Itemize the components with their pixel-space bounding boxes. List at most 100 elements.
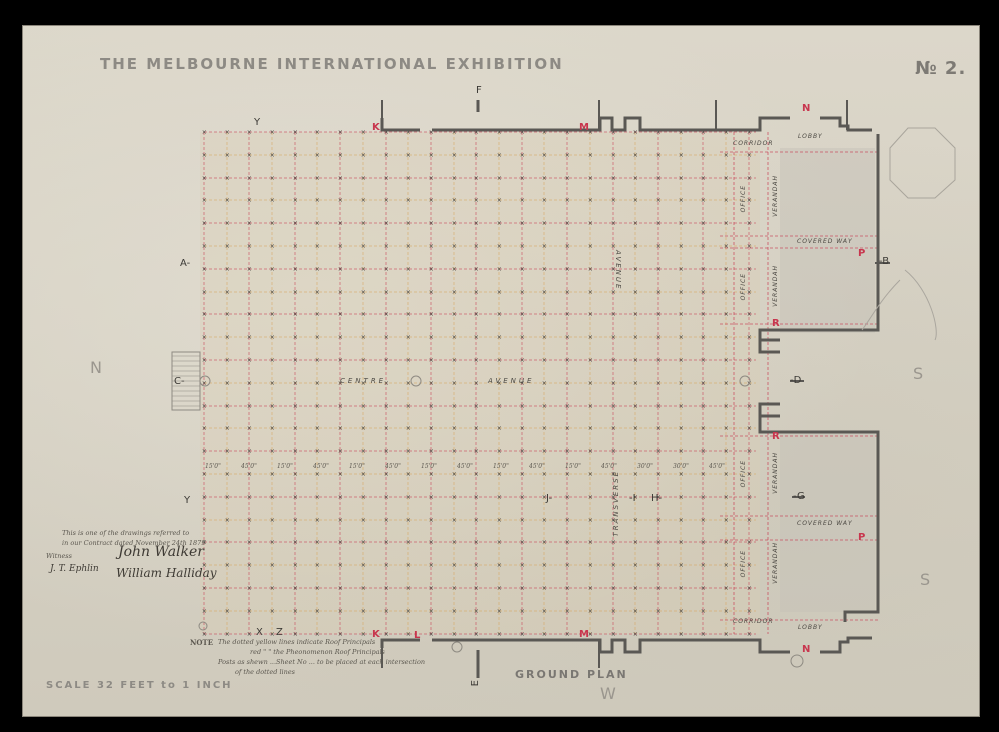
svg-text:×: ×: [406, 380, 411, 387]
svg-text:×: ×: [724, 197, 729, 204]
svg-text:×: ×: [747, 425, 752, 432]
svg-text:×: ×: [225, 357, 230, 364]
svg-text:×: ×: [361, 152, 366, 159]
svg-text:×: ×: [270, 266, 275, 273]
svg-text:×: ×: [452, 266, 457, 273]
svg-text:×: ×: [384, 175, 389, 182]
svg-text:×: ×: [520, 152, 525, 159]
svg-text:×: ×: [315, 608, 320, 615]
svg-text:×: ×: [384, 357, 389, 364]
svg-text:×: ×: [520, 448, 525, 455]
svg-text:×: ×: [497, 517, 502, 524]
svg-text:×: ×: [565, 562, 570, 569]
svg-text:×: ×: [747, 471, 752, 478]
label-verandah-1: VERANDAH: [772, 175, 779, 217]
svg-text:×: ×: [542, 585, 547, 592]
svg-text:×: ×: [497, 562, 502, 569]
svg-text:×: ×: [542, 425, 547, 432]
svg-text:×: ×: [384, 448, 389, 455]
svg-text:×: ×: [202, 585, 207, 592]
svg-text:×: ×: [656, 243, 661, 250]
svg-text:×: ×: [679, 220, 684, 227]
red-marker-l: L: [414, 630, 421, 641]
svg-text:×: ×: [315, 380, 320, 387]
svg-text:×: ×: [406, 197, 411, 204]
red-marker-r-top: R: [772, 318, 780, 329]
svg-text:×: ×: [611, 289, 616, 296]
svg-text:×: ×: [588, 517, 593, 524]
svg-text:×: ×: [452, 403, 457, 410]
svg-text:×: ×: [656, 631, 661, 638]
svg-text:×: ×: [520, 471, 525, 478]
svg-text:×: ×: [656, 175, 661, 182]
svg-text:×: ×: [679, 311, 684, 318]
pencil-mark-s: S: [913, 364, 924, 383]
svg-text:×: ×: [247, 357, 252, 364]
svg-text:×: ×: [633, 585, 638, 592]
svg-text:×: ×: [565, 403, 570, 410]
section-marker-h: H-: [651, 493, 663, 504]
svg-text:×: ×: [542, 539, 547, 546]
svg-text:×: ×: [565, 494, 570, 501]
svg-text:×: ×: [520, 562, 525, 569]
svg-text:×: ×: [225, 631, 230, 638]
svg-text:×: ×: [588, 562, 593, 569]
svg-text:×: ×: [225, 334, 230, 341]
svg-text:×: ×: [225, 403, 230, 410]
label-office-1: OFFICE: [740, 185, 747, 213]
svg-text:×: ×: [542, 631, 547, 638]
svg-text:×: ×: [429, 585, 434, 592]
svg-text:×: ×: [452, 197, 457, 204]
svg-text:×: ×: [474, 425, 479, 432]
svg-text:×: ×: [633, 334, 638, 341]
svg-text:×: ×: [247, 380, 252, 387]
svg-text:×: ×: [293, 380, 298, 387]
dimension-label: 45'0": [601, 463, 617, 470]
svg-text:×: ×: [588, 175, 593, 182]
svg-text:×: ×: [247, 425, 252, 432]
svg-text:×: ×: [588, 494, 593, 501]
svg-text:×: ×: [361, 425, 366, 432]
svg-text:×: ×: [565, 334, 570, 341]
svg-text:×: ×: [361, 494, 366, 501]
svg-text:×: ×: [338, 517, 343, 524]
svg-text:×: ×: [724, 380, 729, 387]
dimension-label: 45'0": [529, 463, 545, 470]
svg-text:×: ×: [656, 357, 661, 364]
pencil-mark-s2: S: [920, 570, 931, 589]
svg-text:×: ×: [633, 197, 638, 204]
svg-text:×: ×: [361, 631, 366, 638]
svg-text:×: ×: [225, 243, 230, 250]
svg-text:×: ×: [474, 380, 479, 387]
svg-text:×: ×: [247, 608, 252, 615]
svg-text:×: ×: [588, 311, 593, 318]
svg-text:×: ×: [633, 357, 638, 364]
svg-text:×: ×: [497, 152, 502, 159]
svg-text:×: ×: [315, 152, 320, 159]
pencil-mark-n: N: [90, 358, 102, 377]
svg-text:×: ×: [474, 539, 479, 546]
svg-text:×: ×: [701, 539, 706, 546]
svg-text:×: ×: [270, 152, 275, 159]
svg-text:×: ×: [588, 266, 593, 273]
dimension-label: 45'0": [385, 463, 401, 470]
svg-text:×: ×: [225, 220, 230, 227]
svg-text:×: ×: [724, 220, 729, 227]
svg-text:×: ×: [611, 220, 616, 227]
svg-text:×: ×: [588, 585, 593, 592]
section-marker-f: F: [476, 85, 482, 96]
svg-text:×: ×: [384, 425, 389, 432]
svg-text:×: ×: [315, 631, 320, 638]
svg-text:×: ×: [474, 562, 479, 569]
red-marker-m-top: M: [579, 122, 589, 133]
svg-text:×: ×: [429, 631, 434, 638]
svg-text:×: ×: [406, 403, 411, 410]
svg-text:×: ×: [497, 608, 502, 615]
svg-text:×: ×: [656, 380, 661, 387]
svg-text:×: ×: [497, 403, 502, 410]
dimension-label: 45'0": [709, 463, 725, 470]
svg-text:×: ×: [497, 471, 502, 478]
svg-text:×: ×: [520, 266, 525, 273]
grid-marker-y-left: Y: [184, 495, 191, 506]
svg-text:×: ×: [202, 517, 207, 524]
